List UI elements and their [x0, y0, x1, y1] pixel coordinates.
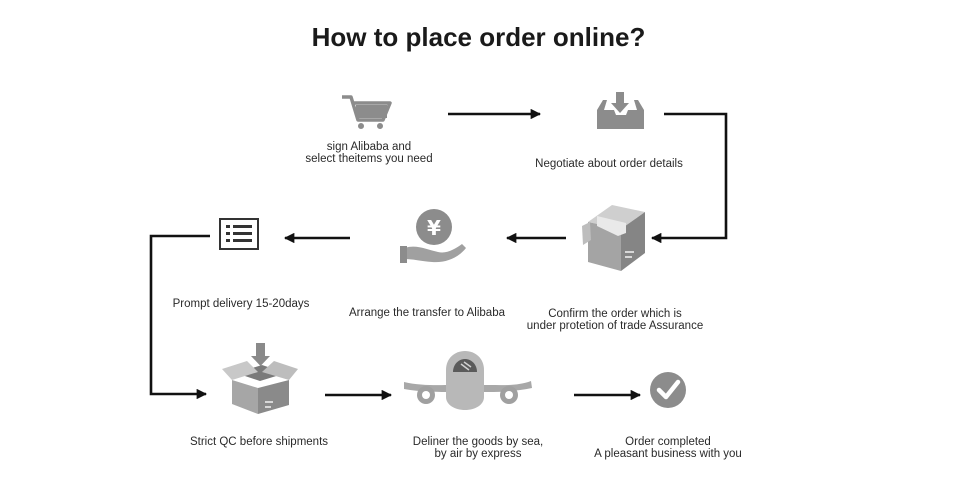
- parcel-box-icon: [582, 205, 645, 271]
- airplane-icon: [404, 351, 532, 410]
- step-caption-line: Order completed: [625, 436, 711, 448]
- step-caption-line: sign Alibaba and: [326, 141, 412, 153]
- step-caption: Prompt delivery 15-20days: [173, 298, 310, 310]
- checklist-icon: [219, 218, 259, 250]
- step-caption-line: Prompt delivery 15-20days: [172, 298, 310, 310]
- step-caption-line: A pleasant business with you: [594, 448, 742, 460]
- step-caption-line: by air by express: [434, 448, 522, 460]
- step-caption-line: under protetion of trade Assurance: [526, 320, 704, 332]
- shopping-cart-icon: [342, 95, 392, 129]
- svg-text:¥: ¥: [427, 216, 441, 240]
- page-title: How to place order online?: [311, 22, 646, 52]
- step-caption-line: Deliner the goods by sea,: [412, 436, 544, 448]
- step-caption-line: Negotiate about order details: [535, 158, 683, 170]
- arrow-delivery-to-qc: [149, 234, 210, 400]
- step-caption: Arrange the transfer to Alibaba: [349, 307, 505, 319]
- step-caption: Negotiate about order details: [535, 158, 683, 170]
- step-caption: Strict QC before shipments: [190, 436, 328, 448]
- step-caption: Confirm the order which is under proteti…: [527, 308, 703, 332]
- check-circle-icon: [650, 372, 686, 408]
- step-caption: Deliner the goods by sea, by air by expr…: [413, 436, 543, 460]
- yen-coin-hand-icon: ¥: [400, 209, 466, 263]
- step-caption-line: Arrange the transfer to Alibaba: [349, 307, 505, 319]
- arrow-negotiate-to-confirm: [650, 112, 728, 244]
- step-caption-line: Strict QC before shipments: [189, 436, 329, 448]
- step-caption: Order completed A pleasant business with…: [594, 436, 742, 460]
- step-caption-line: Confirm the order which is: [548, 308, 682, 320]
- step-caption-line: select theitems you need: [305, 153, 433, 165]
- step-caption: sign Alibaba and select theitems you nee…: [305, 141, 432, 165]
- inbox-download-icon: [597, 92, 644, 129]
- open-box-icon: [222, 343, 298, 414]
